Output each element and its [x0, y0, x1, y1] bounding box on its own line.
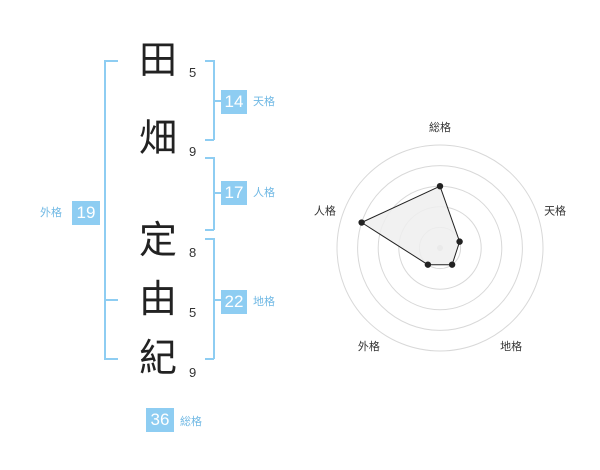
radar-axis-label: 天格 — [544, 204, 566, 218]
kanji-char-1: 田 — [138, 38, 177, 82]
jinkaku-label: 人格 — [253, 186, 275, 199]
radar-point — [456, 238, 463, 245]
kanji-char-2: 畑 — [138, 116, 177, 160]
chikaku-label: 地格 — [253, 295, 275, 308]
radar-ring — [357, 165, 523, 331]
radar-point — [424, 261, 432, 268]
stroke-count-1: 5 — [189, 65, 197, 80]
radar-grid — [336, 144, 544, 352]
stroke-count-5: 9 — [189, 365, 197, 380]
tenkaku-value: 14 — [221, 90, 247, 114]
gaikaku-value: 19 — [72, 201, 100, 225]
kanji-char-3: 定 — [138, 218, 177, 262]
stroke-count-4: 5 — [189, 305, 197, 320]
radar-points — [358, 183, 463, 268]
radar-axis-label: 地格 — [500, 339, 522, 353]
radar-axis-label: 外格 — [358, 339, 380, 353]
soukaku-label: 総格 — [180, 415, 202, 428]
kanji-char-5: 紀 — [138, 336, 177, 380]
radar-ring — [336, 144, 544, 352]
stroke-count-3: 8 — [189, 245, 197, 260]
radar-point — [448, 261, 456, 268]
kanji-char-4: 由 — [138, 277, 177, 321]
stroke-count-2: 9 — [189, 144, 197, 159]
chikaku-value: 22 — [221, 290, 247, 314]
gaikaku-label: 外格 — [40, 206, 62, 219]
radar-axis-label: 人格 — [314, 204, 336, 218]
radar-point — [436, 183, 444, 190]
soukaku-value: 36 — [146, 408, 174, 432]
jinkaku-value: 17 — [221, 181, 247, 205]
tenkaku-label: 天格 — [253, 95, 275, 108]
radar-axis-label: 総格 — [429, 120, 451, 134]
radar-point — [358, 219, 365, 226]
radar-polygon — [360, 185, 461, 266]
